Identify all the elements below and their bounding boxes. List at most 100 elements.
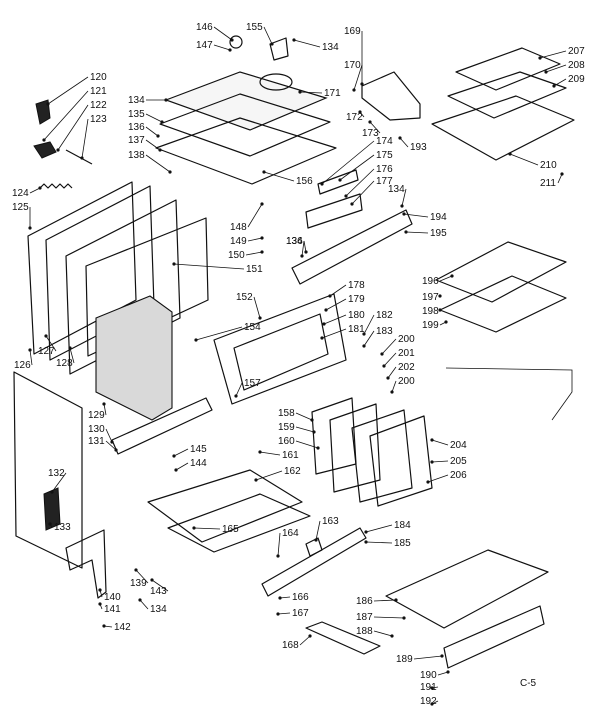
leader-dot bbox=[398, 136, 402, 140]
callout-140: 140 bbox=[98, 588, 121, 603]
clip-part bbox=[305, 537, 323, 557]
leader-line bbox=[255, 470, 283, 481]
leader-line bbox=[259, 451, 281, 456]
door-panel-d bbox=[369, 415, 433, 507]
callout-number: 127 bbox=[38, 346, 55, 357]
callout-number: 128 bbox=[56, 358, 73, 369]
screw-part bbox=[65, 149, 93, 165]
leader-dot bbox=[350, 202, 354, 206]
callout-166: 166 bbox=[278, 592, 309, 603]
callout-number: 174 bbox=[376, 136, 393, 147]
leader-dot bbox=[404, 230, 408, 234]
leader-dot bbox=[390, 390, 394, 394]
callout-199: 199 bbox=[422, 320, 448, 331]
leader-dot bbox=[438, 294, 442, 298]
leader-dot bbox=[28, 348, 32, 352]
leader-line bbox=[373, 630, 393, 637]
callout-177: 177 bbox=[350, 176, 393, 206]
leader-dot bbox=[98, 588, 102, 592]
callout-193: 193 bbox=[398, 136, 427, 153]
leader-dot bbox=[430, 460, 434, 464]
leader-line bbox=[213, 26, 233, 41]
callout-number: 149 bbox=[230, 236, 247, 247]
kick-plate bbox=[305, 621, 381, 655]
leader-line bbox=[365, 524, 393, 533]
callout-number: 161 bbox=[282, 450, 299, 461]
callout-208: 208 bbox=[544, 60, 585, 74]
callout-149: 149 bbox=[230, 236, 264, 247]
callout-145: 145 bbox=[172, 444, 207, 458]
callout-number: 175 bbox=[376, 150, 393, 161]
leader-dot bbox=[426, 480, 430, 484]
leader-line bbox=[509, 153, 539, 166]
leader-line bbox=[363, 330, 375, 347]
callout-191: 191 bbox=[420, 682, 439, 693]
leader-line bbox=[193, 527, 221, 530]
leader-dot bbox=[338, 178, 342, 182]
leader-line bbox=[145, 126, 159, 137]
leader-line bbox=[105, 440, 117, 451]
callout-number: 143 bbox=[150, 586, 167, 597]
callout-number: 199 bbox=[422, 320, 439, 331]
leader-dot bbox=[276, 612, 280, 616]
callout-number: 173 bbox=[362, 128, 379, 139]
leader-line bbox=[43, 90, 89, 141]
callout-number: 147 bbox=[196, 40, 213, 51]
callout-number: 134 bbox=[286, 236, 303, 247]
callout-125: 125 bbox=[12, 202, 32, 230]
leader-line bbox=[173, 263, 245, 270]
leader-dot bbox=[134, 568, 138, 572]
callout-number: 200 bbox=[398, 376, 415, 387]
leader-line bbox=[387, 366, 397, 379]
leader-line bbox=[439, 275, 453, 282]
callout-number: 168 bbox=[282, 640, 299, 651]
leader-dot bbox=[262, 170, 266, 174]
oven-floor-trim bbox=[167, 493, 311, 553]
door-frame bbox=[213, 293, 347, 405]
leader-dot bbox=[260, 250, 264, 254]
callout-200a: 200 bbox=[380, 334, 415, 356]
callout-number: 152 bbox=[236, 292, 253, 303]
callout-184: 184 bbox=[364, 520, 411, 534]
callout-number: 132 bbox=[48, 468, 65, 479]
broil-pan-tray bbox=[447, 71, 567, 119]
leader-dot bbox=[362, 332, 366, 336]
leader-line bbox=[365, 541, 393, 544]
leader-line bbox=[431, 439, 449, 446]
callout-175: 175 bbox=[338, 150, 393, 182]
bracket-part bbox=[35, 99, 51, 125]
door-panel-c bbox=[351, 409, 413, 503]
leader-dot bbox=[386, 376, 390, 380]
callout-number: 192 bbox=[420, 696, 437, 707]
leader-dot bbox=[368, 120, 372, 124]
callout-number: 157 bbox=[244, 378, 261, 389]
callout-144: 144 bbox=[174, 458, 207, 472]
callout-number: 167 bbox=[292, 608, 309, 619]
leader-dot bbox=[194, 338, 198, 342]
leader-dot bbox=[68, 346, 72, 350]
leader-dot bbox=[102, 624, 106, 628]
leader-dot bbox=[292, 38, 296, 42]
leader-line bbox=[29, 349, 33, 366]
callout-195: 195 bbox=[404, 228, 447, 239]
callout-139: 139 bbox=[130, 568, 149, 589]
broiler-drawer-top bbox=[435, 241, 567, 303]
leader-dot bbox=[402, 212, 406, 216]
callout-132: 132 bbox=[48, 468, 67, 494]
callout-number: 169 bbox=[344, 26, 361, 37]
leader-line bbox=[329, 284, 347, 297]
callout-number: 187 bbox=[356, 612, 373, 623]
callout-201: 201 bbox=[382, 348, 415, 368]
callout-number: 205 bbox=[450, 456, 467, 467]
leader-line bbox=[363, 314, 375, 335]
leader-line bbox=[247, 203, 263, 228]
leader-dot bbox=[172, 454, 176, 458]
callout-number: 135 bbox=[128, 109, 145, 120]
leader-line bbox=[57, 104, 89, 151]
callout-number: 162 bbox=[284, 466, 301, 477]
callout-134e: 134 bbox=[138, 598, 167, 615]
callout-137: 137 bbox=[128, 135, 162, 152]
callout-number: 183 bbox=[376, 326, 393, 337]
callout-number: 209 bbox=[568, 74, 585, 85]
callout-211: 211 bbox=[540, 172, 564, 189]
